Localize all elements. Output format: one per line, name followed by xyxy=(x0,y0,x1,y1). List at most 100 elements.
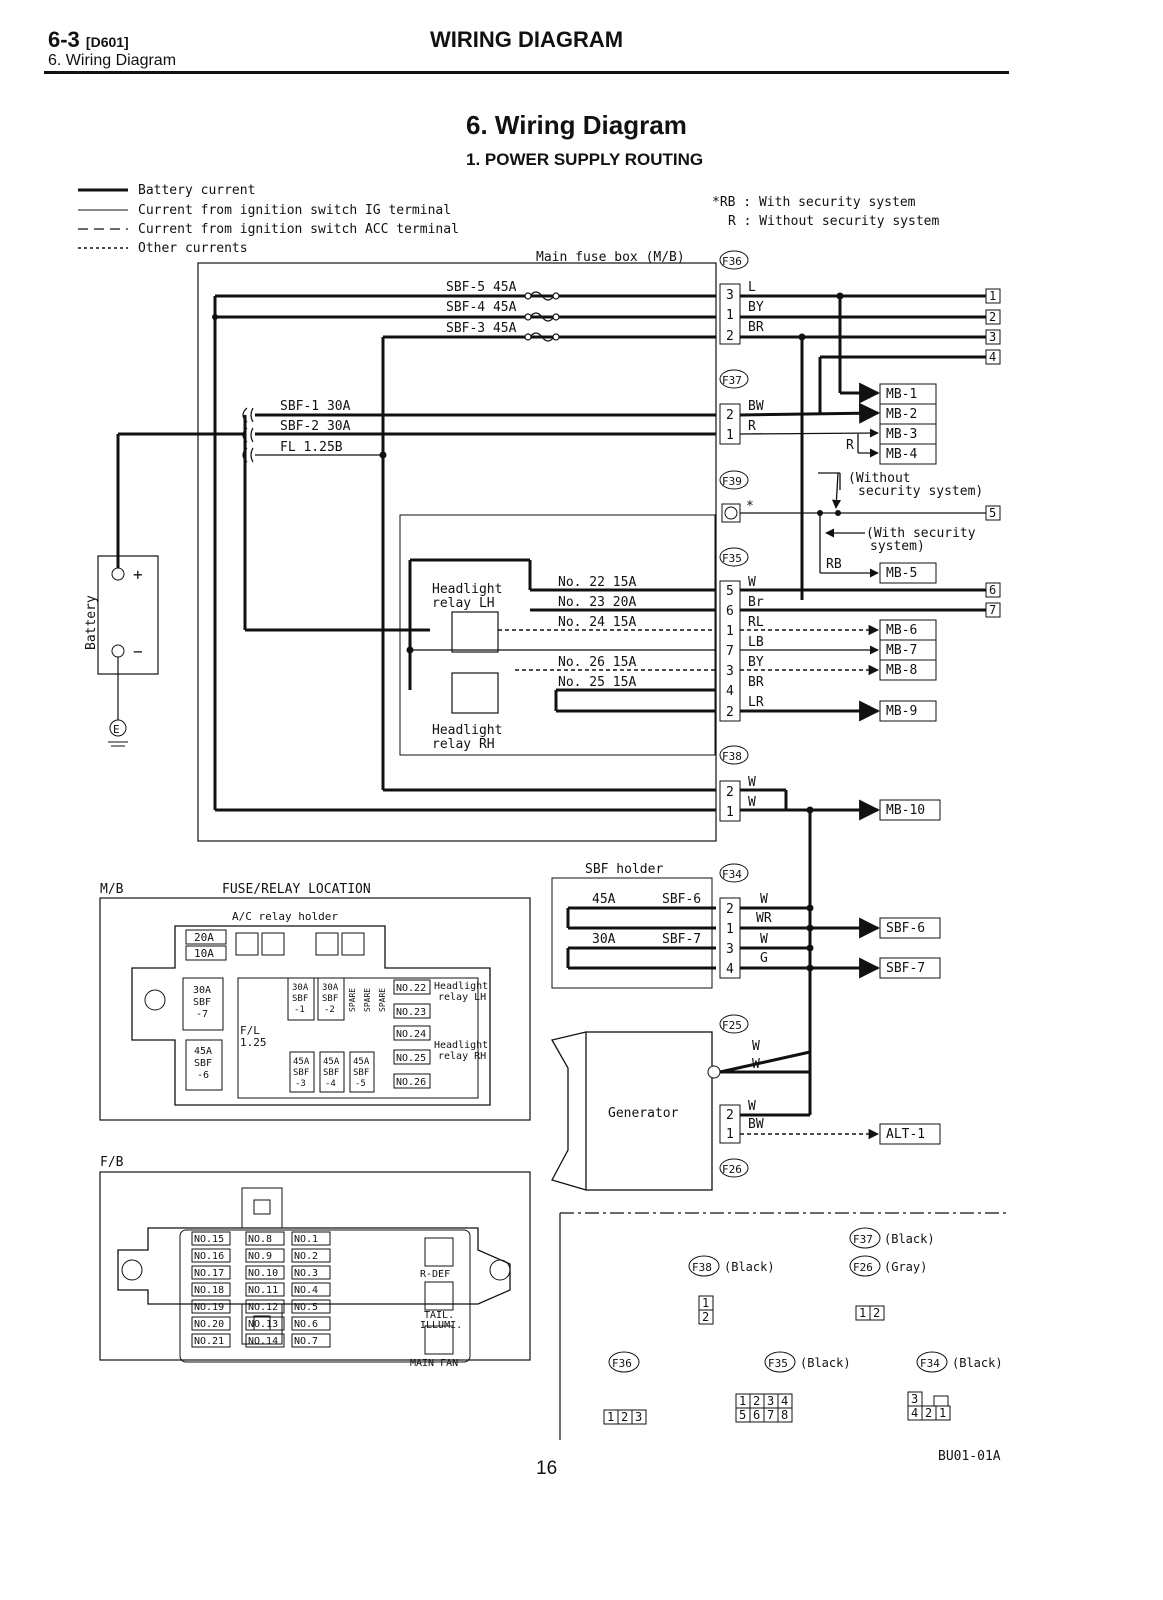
svg-text:-1: -1 xyxy=(294,1005,305,1015)
svg-text:30A: 30A xyxy=(322,983,339,993)
svg-text:F35: F35 xyxy=(768,1357,788,1370)
svg-text:SPARE: SPARE xyxy=(363,988,372,1012)
note-rb: *RB : With security system xyxy=(712,195,916,210)
svg-text:1.25: 1.25 xyxy=(240,1036,267,1049)
svg-text:MB-8: MB-8 xyxy=(886,663,917,678)
svg-text:7: 7 xyxy=(989,603,996,617)
relay-lh-label: relay LH xyxy=(432,596,495,611)
svg-text:MB-9: MB-9 xyxy=(886,704,917,719)
battery-plus-sign: + xyxy=(133,565,143,584)
svg-text:2: 2 xyxy=(989,310,996,324)
sbf-holder: SBF holder F34 2 1 3 4 W WR W G 45A SBF-… xyxy=(551,862,772,989)
svg-text:SBF: SBF xyxy=(292,994,308,1004)
svg-text:MAIN FAN: MAIN FAN xyxy=(410,1358,458,1369)
note-r: R : Without security system xyxy=(728,214,939,229)
main-fuse-box-label: Main fuse box (M/B) xyxy=(536,250,685,265)
main-fuse-box-outline xyxy=(197,262,717,842)
fb-fuse-label: NO.13 xyxy=(248,1319,278,1330)
svg-text:*: * xyxy=(746,499,754,514)
legend: Battery current Current from ignition sw… xyxy=(78,183,459,256)
fb-fuse-label: NO.6 xyxy=(294,1319,318,1330)
svg-text:4: 4 xyxy=(726,684,734,699)
fb-fuse-label: NO.17 xyxy=(194,1268,224,1279)
svg-text:1: 1 xyxy=(607,1410,614,1424)
svg-text:-6: -6 xyxy=(197,1070,209,1081)
battery-label: Battery xyxy=(84,595,99,650)
fuse-no22-label: No. 22 15A xyxy=(558,575,636,590)
relay-rh-box xyxy=(451,672,499,714)
svg-text:(Black): (Black) xyxy=(952,1356,1003,1370)
without-security-label: security system) xyxy=(858,484,983,499)
sbf-1-label: SBF-1 30A xyxy=(280,399,351,414)
page-header-title: WIRING DIAGRAM xyxy=(430,27,624,52)
fuse-symbols xyxy=(524,291,560,342)
section-code: 6-3 [D601] xyxy=(48,27,129,52)
fuse-no26-label: No. 26 15A xyxy=(558,655,636,670)
svg-text:LB: LB xyxy=(748,635,764,650)
svg-text:NO.22: NO.22 xyxy=(396,983,426,994)
fb-fuse-slot xyxy=(245,1231,285,1246)
sbf-7-box: SBF-7 xyxy=(886,961,925,976)
svg-text:-4: -4 xyxy=(325,1079,336,1089)
svg-text:2: 2 xyxy=(873,1306,880,1320)
svg-text:relay LH: relay LH xyxy=(438,992,486,1003)
fb-fuse-slot xyxy=(191,1316,231,1331)
connector-f35: F35 5 6 1 7 3 4 2 W Br RL LB BY BR LR xyxy=(719,547,764,722)
fb-fuse-label: NO.19 xyxy=(194,1302,224,1313)
r-tag: R xyxy=(846,438,854,453)
section-subtitle: 1. POWER SUPPLY ROUTING xyxy=(466,150,704,169)
fb-fuse-slot xyxy=(245,1299,285,1314)
legend-label: Current from ignition switch IG terminal xyxy=(138,203,451,218)
sbf-rows xyxy=(213,294,716,812)
svg-text:4: 4 xyxy=(911,1406,918,1420)
with-security-label: (With security xyxy=(866,526,976,541)
svg-text:2: 2 xyxy=(726,785,734,800)
legend-label: Current from ignition switch ACC termina… xyxy=(138,222,459,237)
svg-text:F/B: F/B xyxy=(100,1155,124,1170)
fb-fuse-label: NO.7 xyxy=(294,1336,318,1347)
svg-text:30A: 30A xyxy=(193,985,211,996)
svg-text:W: W xyxy=(748,575,756,590)
svg-text:SBF: SBF xyxy=(293,1068,309,1078)
fb-fuse-slot xyxy=(245,1265,285,1280)
svg-text:W: W xyxy=(752,1039,760,1054)
fb-fuse-label: NO.3 xyxy=(294,1268,318,1279)
fb-fuse-label: NO.15 xyxy=(194,1234,224,1245)
fb-fuse-slot xyxy=(191,1299,231,1314)
svg-text:W: W xyxy=(748,1099,756,1114)
svg-text:F36: F36 xyxy=(722,255,742,268)
svg-text:NO.26: NO.26 xyxy=(396,1077,426,1088)
svg-text:WR: WR xyxy=(756,911,772,926)
svg-text:NO.24: NO.24 xyxy=(396,1029,426,1040)
fb-fuse-slot xyxy=(191,1282,231,1297)
fb-fuse-slot xyxy=(245,1248,285,1263)
svg-text:1: 1 xyxy=(726,308,734,323)
with-security-label: system) xyxy=(870,539,925,554)
fb-fuse-slot xyxy=(245,1333,285,1348)
svg-text:2: 2 xyxy=(925,1406,932,1420)
svg-text:3: 3 xyxy=(726,664,734,679)
terminals-6-7: 6 7 xyxy=(985,582,1001,618)
mb-location: M/B FUSE/RELAY LOCATION A/C relay holder… xyxy=(99,882,531,1121)
ground-label: E xyxy=(113,723,120,736)
svg-text:BR: BR xyxy=(748,320,764,335)
mb-1-4-boxes: MB-1 MB-2 MB-3 MB-4 xyxy=(879,383,937,465)
svg-text:(Black): (Black) xyxy=(800,1356,851,1370)
svg-text:F35: F35 xyxy=(722,552,742,565)
svg-text:MB-2: MB-2 xyxy=(886,407,917,422)
mb-6-9-boxes: MB-6 MB-7 MB-8 MB-9 xyxy=(879,619,937,722)
svg-text:3: 3 xyxy=(989,330,996,344)
terminal-5: 5 xyxy=(989,506,996,520)
relay-rh-label: relay RH xyxy=(432,737,495,752)
svg-text:(Black): (Black) xyxy=(884,1232,935,1246)
fb-fuse-slot xyxy=(291,1333,331,1348)
connector-f39: F39 * xyxy=(719,470,754,523)
svg-text:BW: BW xyxy=(748,399,764,414)
fb-fuse-label: NO.14 xyxy=(248,1336,278,1347)
svg-text:-5: -5 xyxy=(355,1079,366,1089)
fb-fuse-label: NO.12 xyxy=(248,1302,278,1313)
svg-text:2: 2 xyxy=(726,408,734,423)
svg-text:4: 4 xyxy=(726,962,734,977)
svg-text:W: W xyxy=(760,932,768,947)
terminals-1-4: 1 2 3 4 xyxy=(985,288,1001,365)
